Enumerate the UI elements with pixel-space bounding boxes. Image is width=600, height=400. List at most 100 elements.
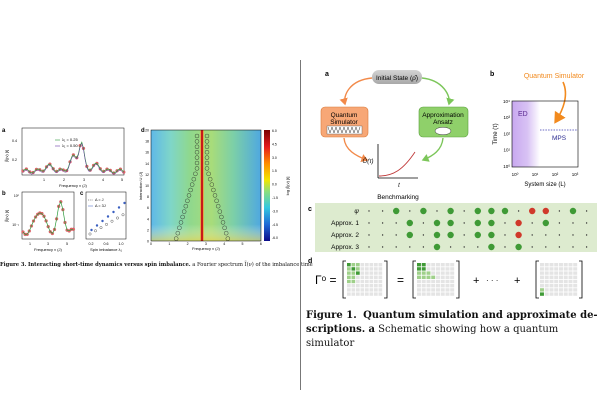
matrix-cell: [431, 292, 436, 296]
matrix-cell: [436, 284, 440, 288]
peak-circle: [180, 214, 185, 220]
benchmark-curve: [378, 151, 416, 177]
matrix-cell: [540, 275, 544, 279]
green-dot: [474, 231, 481, 239]
matrix-cell: [421, 271, 426, 275]
imbalance-marker: [105, 222, 108, 226]
right-paper-page: a Initial State (ρ̂) Quantum Simulator A…: [301, 0, 600, 400]
matrix-cell: [436, 292, 440, 296]
imbalance-marker: [94, 229, 97, 233]
small-dot: [395, 246, 397, 248]
matrix-cell: [421, 267, 426, 271]
imbalance-marker: [112, 210, 115, 214]
peak-circle: [204, 133, 210, 139]
matrix-cell: [440, 267, 445, 271]
gamma-lhs: Γᵒ =: [315, 273, 336, 287]
matrix-cell: [378, 267, 383, 271]
green-dot: [501, 207, 509, 215]
panel-c-dot-grid: [368, 207, 588, 251]
matrix-cell: [417, 292, 421, 296]
matrix-cell: [369, 292, 374, 296]
small-dot: [531, 222, 533, 224]
left-panel-d-colorbar-label: log |Ĩ|(ν) [t]: [285, 177, 290, 196]
small-dot: [517, 210, 520, 212]
matrix-cell: [378, 275, 383, 279]
matrix-cell: [445, 288, 450, 292]
small-dot: [422, 222, 425, 224]
matrix-cell: [563, 271, 568, 275]
green-dot: [420, 207, 427, 215]
peak-circle: [222, 225, 227, 231]
matrix-cell: [360, 267, 365, 271]
small-dot: [572, 234, 574, 236]
x-tick-label: 6: [260, 242, 262, 246]
left-panel-c-markers: [88, 201, 126, 236]
left-panel-c: Δ = J Δ = 3J 0.2 0.6 1.0 Spin imbalance …: [85, 191, 127, 252]
green-dot: [515, 243, 522, 251]
matrix-cell: [374, 263, 378, 267]
right-panel-b-label: b: [490, 71, 494, 78]
matrix-cell: [431, 279, 436, 284]
right-panel-c-label: c: [308, 206, 312, 213]
small-dot: [477, 246, 479, 248]
benchmark-plot-xlabel: t: [398, 183, 400, 189]
peak-circle: [189, 182, 195, 187]
right-panel-a: Initial State (ρ̂) Quantum Simulator App…: [320, 70, 469, 201]
x-tick-label: 0: [150, 242, 152, 246]
matrix-cell: [445, 292, 450, 296]
small-dot: [545, 246, 547, 248]
colorbar-tick-label: -3.0: [272, 209, 278, 213]
peak-circle: [207, 176, 213, 182]
green-dot: [569, 207, 577, 215]
x-tick-label: 10²: [552, 172, 559, 177]
matrix-cell: [351, 267, 356, 271]
y-tick-label: 0: [147, 240, 149, 244]
matrix-cell: [568, 275, 573, 279]
matrix-cell: [450, 279, 455, 284]
y-tick-label: 10¹: [503, 148, 510, 153]
small-dot: [545, 234, 547, 236]
y-tick-label: 12: [145, 173, 149, 177]
left-panel-a-label: a: [2, 128, 6, 134]
colorbar-tick-label: 1.5: [272, 169, 277, 173]
matrix-cell: [549, 267, 554, 271]
matrix-cell: [369, 275, 374, 279]
equals-sign: =: [397, 273, 404, 287]
small-dot: [558, 234, 561, 236]
matrix-cell: [568, 271, 573, 275]
matrix-3: [535, 260, 583, 299]
imbalance-marker: [88, 232, 92, 236]
y-tick-label: 6: [147, 206, 149, 210]
matrix-cell: [369, 284, 374, 288]
matrix-cell: [351, 263, 356, 267]
matrix-cell: [365, 267, 369, 271]
matrix-cell: [573, 284, 578, 288]
green-dot: [433, 243, 441, 251]
panel-c-row-1: ψ: [354, 208, 359, 215]
matrix-cell: [421, 279, 426, 284]
matrix-bracket: [535, 260, 539, 299]
matrix-cell: [347, 288, 351, 292]
matrix-cell: [554, 284, 559, 288]
peak-circle: [194, 144, 200, 150]
green-dot: [406, 219, 413, 227]
left-panel-c-xtick-1: 0.2: [89, 242, 94, 246]
left-paper-page: a λ₁ = 0.25 λ₁ = 0.50 |Ĩ|(ν) [t] 0.4 0.…: [0, 127, 313, 268]
matrix-cell: [450, 271, 455, 275]
matrix-cell: [445, 267, 450, 271]
matrix-bracket: [412, 260, 416, 299]
small-dot: [572, 222, 574, 224]
matrix-1: [342, 260, 388, 299]
colorbar-tick-label: 3.0: [272, 156, 277, 160]
small-dot: [585, 222, 588, 224]
left-panel-b-xtick-2: 3: [47, 242, 49, 246]
matrix-cell: [450, 275, 455, 279]
matrix-cell: [374, 271, 378, 275]
peak-circle: [204, 144, 210, 150]
x-tick-label: 5: [242, 242, 244, 246]
ed-label: ED: [518, 111, 528, 118]
matrix-cell: [559, 288, 563, 292]
matrix-cell: [378, 279, 383, 284]
matrix-cell: [573, 279, 578, 284]
benchmarking-label: Benchmarking: [377, 194, 419, 201]
